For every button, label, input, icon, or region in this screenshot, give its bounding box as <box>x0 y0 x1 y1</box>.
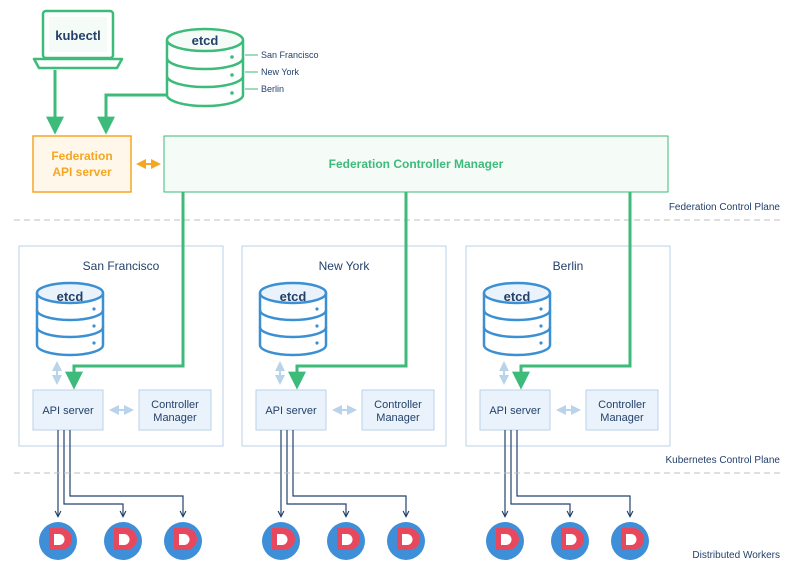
kubectl-label: kubectl <box>55 28 101 43</box>
etcd-database-icon <box>258 281 328 357</box>
cluster-title: San Francisco <box>83 259 160 273</box>
worker-node-icon <box>327 522 365 560</box>
worker-connector-arrow <box>516 430 630 516</box>
etcd-to-api-arrow <box>97 93 167 135</box>
etcd-location-list: San Francisco New York Berlin <box>245 50 319 94</box>
worker-node-icon <box>262 522 300 560</box>
worker-connector-arrow <box>69 430 183 516</box>
etcd-database-icon <box>35 281 105 357</box>
etcd-label: etcd <box>280 289 307 304</box>
worker-node-icon <box>387 522 425 560</box>
worker-node-icon <box>39 522 77 560</box>
etcd-location-berlin: Berlin <box>261 84 284 94</box>
cluster-title: New York <box>319 259 371 273</box>
api-server-box <box>255 389 327 431</box>
worker-node-icon <box>164 522 202 560</box>
controller-manager-label: Manager <box>376 412 420 424</box>
svg-text:API server: API server <box>52 165 112 179</box>
worker-connector-arrow <box>292 430 406 516</box>
kubernetes-control-plane-label: Kubernetes Control Plane <box>665 455 780 466</box>
svg-text:Federation Controller Manager: Federation Controller Manager <box>329 157 504 171</box>
federation-to-cluster-arrow <box>288 192 408 390</box>
cluster-title: Berlin <box>553 259 584 273</box>
worker-node-icon <box>104 522 142 560</box>
kubectl-laptop-icon <box>32 9 124 70</box>
api-server-box <box>479 389 551 431</box>
etcd-label: etcd <box>504 289 531 304</box>
controller-manager-label: Controller <box>151 399 199 411</box>
federation-etcd-database-icon <box>165 27 245 108</box>
controller-manager-box <box>138 389 212 431</box>
api-server-label: API server <box>42 405 94 417</box>
api-server-label: API server <box>265 405 317 417</box>
api-server-box <box>32 389 104 431</box>
etcd-location-new-york: New York <box>261 67 300 77</box>
worker-connector-arrow <box>286 430 346 516</box>
federation-controller-manager-box: Federation Controller Manager <box>163 135 669 193</box>
worker-connector-arrow <box>63 430 123 516</box>
federation-control-plane-label: Federation Control Plane <box>669 202 781 213</box>
controller-manager-label: Manager <box>153 412 197 424</box>
federation-to-cluster-arrow <box>512 192 632 390</box>
etcd-label: etcd <box>57 289 84 304</box>
etcd-database-icon <box>482 281 552 357</box>
federation-api-server-box: Federation API server <box>32 135 132 193</box>
api-server-label: API server <box>489 405 541 417</box>
svg-text:Federation: Federation <box>51 149 112 163</box>
distributed-workers-label: Distributed Workers <box>692 550 780 561</box>
etcd-location-san-francisco: San Francisco <box>261 50 319 60</box>
controller-manager-label: Manager <box>600 412 644 424</box>
controller-manager-box <box>585 389 659 431</box>
controller-manager-label: Controller <box>598 399 646 411</box>
worker-node-icon <box>611 522 649 560</box>
worker-node-icon <box>486 522 524 560</box>
federation-to-cluster-arrow <box>65 192 185 390</box>
controller-manager-box <box>361 389 435 431</box>
federation-etcd-label: etcd <box>192 33 219 48</box>
worker-node-icon <box>551 522 589 560</box>
worker-connector-arrow <box>510 430 570 516</box>
controller-manager-label: Controller <box>374 399 422 411</box>
